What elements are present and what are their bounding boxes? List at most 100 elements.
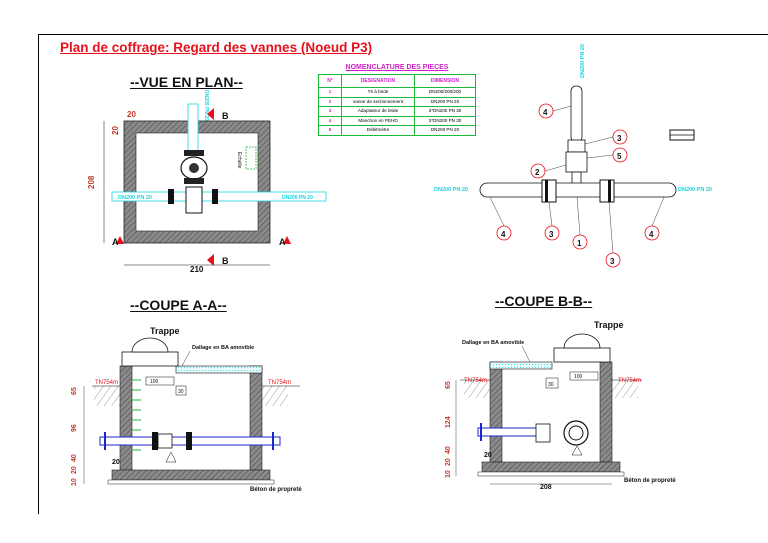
- bb-lean-concrete: [477, 471, 625, 477]
- schema-adapter-left: [541, 179, 557, 203]
- section-a-right: A: [279, 237, 286, 247]
- plan-view: DN200 PN 20 DN200 PN 20 DN200 PN 20 Eche…: [87, 90, 327, 274]
- bb-dim-100: 100: [574, 374, 583, 380]
- section-b-top: B: [222, 111, 229, 121]
- bb-support: [571, 445, 583, 456]
- callout-label: 1: [577, 239, 582, 248]
- bb-dim-40: 40: [445, 446, 452, 454]
- aa-dim-65: 65: [71, 387, 78, 395]
- bb-dallage-leader: [521, 345, 531, 363]
- row-dimension: DN200 PN 20: [414, 125, 476, 136]
- aa-dim-20-left: 20: [71, 466, 78, 474]
- section-a-right-arrow: [283, 236, 291, 244]
- nomenclature-table: NOMENCLATURE DES PIECES N° DESIGNATION D…: [318, 64, 476, 136]
- callout-label: 4: [649, 230, 654, 239]
- schema-flange-left: [545, 180, 548, 202]
- bb-box-30: [545, 377, 559, 389]
- schema-vertical-pipe: [570, 85, 583, 143]
- bb-beam-box: [569, 371, 599, 381]
- plan-main-pipe: [111, 191, 327, 202]
- aa-dim-30: 30: [178, 389, 184, 395]
- bb-beton-label: Béton de propreté: [624, 478, 676, 484]
- aa-trap-dome: [131, 337, 169, 353]
- aa-wall-left: [119, 365, 133, 471]
- table-row: 2 vanne de sectionnement DN200 PN 20: [318, 96, 476, 107]
- bb-wall-right: [599, 361, 613, 463]
- nomenclature-title: NOMENCLATURE DES PIECES: [345, 64, 449, 71]
- bb-dim-65: 65: [445, 381, 452, 389]
- aa-valve-left: [152, 432, 158, 450]
- bb-tn-left: TN754m: [464, 378, 487, 384]
- bb-dim-10: 10: [445, 470, 452, 478]
- aa-valve: [157, 433, 173, 449]
- aa-removable-slab: [175, 365, 263, 374]
- schema-valve: [565, 151, 588, 173]
- aa-beam-box: [145, 376, 175, 386]
- plan-valve-flange-bottom: [184, 178, 204, 184]
- coupe-aa-view: Trappe Dallage en BA amovible 100 30: [71, 326, 302, 493]
- callout-label: 4: [501, 230, 506, 239]
- coupe-bb-view: Trappe Dallage en BA amovible 100 30 65 …: [445, 320, 676, 491]
- aa-dim-10: 10: [71, 478, 78, 486]
- callout-label: 3: [610, 257, 615, 266]
- aa-tn-left: TN754m: [95, 380, 118, 386]
- callout-label: 3: [617, 134, 622, 143]
- plan-ladder-label: Echelle: [236, 152, 242, 169]
- aa-dallage-label: Dallage en BA amovible: [192, 345, 254, 351]
- schema-right-label: DN200 PN 20: [678, 187, 712, 193]
- bb-valve-inner: [568, 425, 584, 441]
- aa-dim-40: 40: [71, 454, 78, 462]
- bb-soil-right: [612, 380, 638, 398]
- aa-dim-100: 100: [150, 379, 159, 385]
- bb-dim-20-left: 20: [445, 458, 452, 466]
- bb-base-slab: [481, 461, 621, 473]
- plan-pipe-label-right: DN200 PN 20: [282, 195, 313, 201]
- schema-main-pipe: [479, 182, 677, 198]
- aa-valve-right: [186, 432, 192, 450]
- schema-adapter: [567, 139, 586, 153]
- plan-view-title: --VUE EN PLAN--: [130, 74, 243, 90]
- bb-tn-right: TN754m: [618, 378, 641, 384]
- aa-lean-concrete: [107, 479, 275, 485]
- plan-dim-width: 210: [190, 265, 204, 274]
- coupe-aa-title: --COUPE A-A--: [130, 297, 227, 313]
- plan-valve-flange-top: [184, 150, 204, 156]
- plan-dim-top: 20: [127, 110, 136, 119]
- bb-dim-208: 208: [540, 484, 552, 491]
- plan-flange-right: [212, 189, 218, 204]
- schema-flange-right: [608, 180, 611, 202]
- nomenclature-grid: N° DESIGNATION DIMENSION 1 Té à bride DN…: [318, 74, 476, 136]
- header-designation: DESIGNATION: [341, 74, 415, 88]
- sheet-title: Plan de coffrage: Regard des vannes (Noe…: [60, 40, 373, 55]
- schema-left-label: DN200 PN 20: [434, 187, 468, 193]
- sheet-frame: [38, 34, 768, 514]
- callout-leaders: [489, 105, 665, 254]
- bb-flange: [480, 423, 482, 441]
- aa-dim-96: 96: [71, 424, 78, 432]
- section-b-bottom-arrow: [207, 254, 214, 266]
- aa-dim-20-bottom: 20: [112, 459, 120, 466]
- plan-ladder: [245, 146, 257, 170]
- bb-dallage-label: Dallage en BA amovible: [462, 340, 524, 346]
- pipe-schematic: DN200 PN 20 DN200 PN 20 DN200 PN 20 4 3 …: [434, 44, 712, 268]
- header-dimension: DIMENSION: [414, 74, 476, 88]
- plan-tee-fitting: [185, 186, 203, 214]
- bb-removable-slab: [489, 361, 553, 370]
- aa-support: [165, 451, 177, 463]
- aa-soil-right: [262, 386, 288, 406]
- plan-pipe-label: DN200 PN 20: [118, 195, 152, 201]
- callout-label: 5: [617, 152, 622, 161]
- bb-soil-left: [464, 380, 490, 398]
- bb-wall-left: [489, 361, 503, 463]
- aa-beton-label: Béton de propreté: [250, 487, 302, 493]
- section-a-left-arrow: [116, 236, 124, 244]
- bb-dim-30: 30: [548, 382, 554, 388]
- section-b-top-arrow: [207, 108, 214, 120]
- bb-trap-frame: [553, 347, 611, 363]
- callout-label: 3: [549, 230, 554, 239]
- table-row: 5 Débitmètre DN200 PN 20: [318, 125, 476, 136]
- bb-dim-20-bottom: 20: [484, 452, 492, 459]
- schema-vertical-label: DN200 PN 20: [580, 44, 586, 78]
- bb-adapter: [535, 423, 551, 443]
